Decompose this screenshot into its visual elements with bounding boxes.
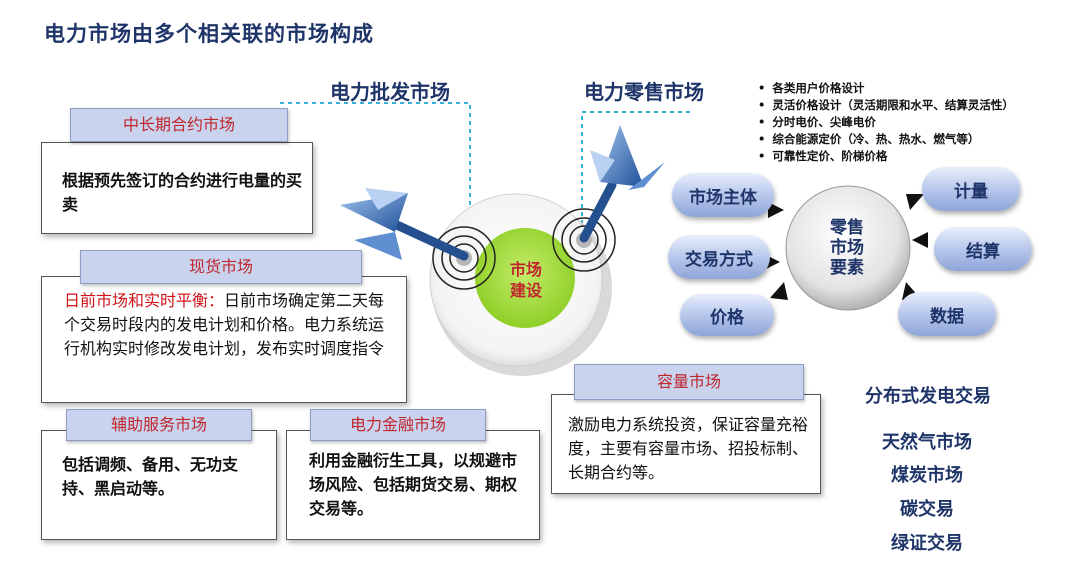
ancillary-market-card: 包括调频、备用、无功支持、黑启动等。 — [41, 430, 277, 540]
hub-label: 市场 建设 — [509, 260, 542, 300]
carbon-trading: 碳交易 — [900, 499, 954, 520]
retail-bullet: 灵活价格设计（灵活期限和水平、结算灵活性） — [758, 97, 1014, 114]
arrow-icon — [768, 202, 784, 218]
wholesale-connector — [280, 102, 471, 230]
capacity-market-text: 激励电力系统投资，保证容量充裕度，主要有容量市场、招投标制、长期合约等。 — [568, 415, 809, 482]
retail-bullet: 综合能源定价（冷、热、热水、燃气等） — [758, 131, 1014, 148]
dartboard-graphic — [280, 102, 690, 376]
retail-element-settlement: 结算 — [934, 227, 1032, 271]
spot-market-text: 日前市场确定第二天每个交易时段内的发电计划和价格。电力系统运行机构实时修改发电计… — [64, 291, 385, 358]
retail-bullet: 可靠性定价、阶梯价格 — [758, 148, 1014, 165]
spot-market-card: 日前市场和实时平衡：日前市场确定第二天每个交易时段内的发电计划和价格。电力系统运… — [41, 276, 407, 403]
ancillary-market-label: 辅助服务市场 — [66, 409, 252, 441]
retail-bullet: 各类用户价格设计 — [758, 80, 1014, 97]
coal-market: 煤炭市场 — [891, 465, 963, 486]
spot-market-lead: 日前市场和实时平衡： — [64, 291, 225, 310]
wholesale-market-heading: 电力批发市场 — [330, 80, 450, 104]
left-dart-icon — [340, 188, 469, 261]
retail-element-market-subject: 市场主体 — [672, 173, 774, 217]
retail-element-metering: 计量 — [922, 167, 1020, 211]
green-certificate-trading: 绿证交易 — [891, 533, 963, 554]
arrow-icon — [770, 282, 788, 300]
financial-market-card: 利用金融衍生工具，以规避市场风险、包括期货交易、期权交易等。 — [286, 430, 540, 540]
financial-market-text: 利用金融衍生工具，以规避市场风险、包括期货交易、期权交易等。 — [309, 451, 518, 518]
spot-market-label: 现货市场 — [80, 250, 362, 284]
long-term-market-label: 中长期合约市场 — [70, 108, 288, 142]
arrow-icon — [912, 232, 928, 248]
long-term-market-card: 根据预先签订的合约进行电量的买卖 — [41, 142, 313, 234]
hub-circle — [475, 228, 575, 328]
retail-elements-circle — [764, 185, 928, 311]
retail-bullet: 分时电价、尖峰电价 — [758, 114, 1014, 131]
retail-element-price: 价格 — [680, 294, 774, 336]
capacity-market-label: 容量市场 — [574, 364, 804, 400]
capacity-market-card: 激励电力系统投资，保证容量充裕度，主要有容量市场、招投标制、长期合约等。 — [551, 394, 821, 494]
natural-gas-market: 天然气市场 — [882, 432, 972, 453]
retail-pricing-list: 各类用户价格设计 灵活价格设计（灵活期限和水平、结算灵活性） 分时电价、尖峰电价… — [758, 80, 1014, 165]
retail-market-heading: 电力零售市场 — [584, 80, 704, 104]
retail-element-data: 数据 — [898, 292, 996, 336]
retail-connector — [581, 111, 690, 240]
distributed-generation-trading: 分布式发电交易 — [865, 386, 991, 407]
financial-market-label: 电力金融市场 — [310, 409, 486, 441]
page-title: 电力市场由多个相关联的市场构成 — [44, 22, 374, 46]
retail-elements-center: 零售 市场 要素 — [830, 218, 864, 278]
retail-element-trade-mode: 交易方式 — [668, 235, 770, 279]
arrow-icon — [906, 194, 924, 210]
right-dart-icon — [579, 125, 665, 243]
long-term-market-text: 根据预先签订的合约进行电量的买卖 — [62, 171, 303, 214]
ancillary-market-text: 包括调频、备用、无功支持、黑启动等。 — [62, 455, 239, 498]
